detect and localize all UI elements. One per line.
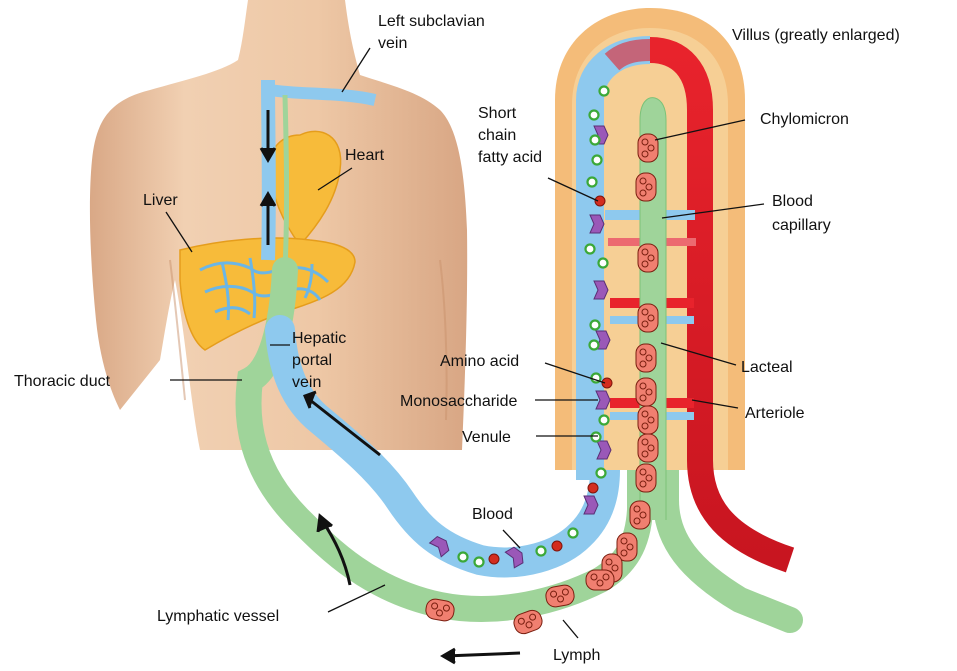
label-thoracic-duct: Thoracic duct (14, 373, 111, 390)
label-left-subclavian-line1: Left subclavian (378, 13, 485, 30)
label-liver: Liver (143, 192, 178, 209)
label-amino-acid: Amino acid (440, 353, 519, 370)
label-arteriole: Arteriole (745, 405, 805, 422)
label-lymphatic-vessel: Lymphatic vessel (157, 608, 279, 625)
label-hepatic-line2: portal (292, 352, 332, 369)
label-hepatic-line1: Hepatic (292, 330, 346, 347)
label-heart: Heart (345, 147, 385, 164)
label-lymph: Lymph (553, 647, 600, 664)
label-short-chain-line1: Short (478, 105, 517, 122)
label-left-subclavian-line2: vein (378, 35, 407, 52)
label-blood-capillary-line2: capillary (772, 217, 831, 234)
arrow-lymph-left (445, 653, 520, 656)
label-hepatic-line3: vein (292, 374, 321, 391)
label-venule: Venule (462, 429, 511, 446)
label-short-chain-line3: fatty acid (478, 149, 542, 166)
label-chylomicron: Chylomicron (760, 111, 849, 128)
label-short-chain-line2: chain (478, 127, 516, 144)
label-lacteal: Lacteal (741, 359, 793, 376)
label-blood: Blood (472, 506, 513, 523)
label-blood-capillary-line1: Blood (772, 193, 813, 210)
label-monosaccharide: Monosaccharide (400, 393, 518, 410)
label-villus: Villus (greatly enlarged) (732, 27, 900, 44)
